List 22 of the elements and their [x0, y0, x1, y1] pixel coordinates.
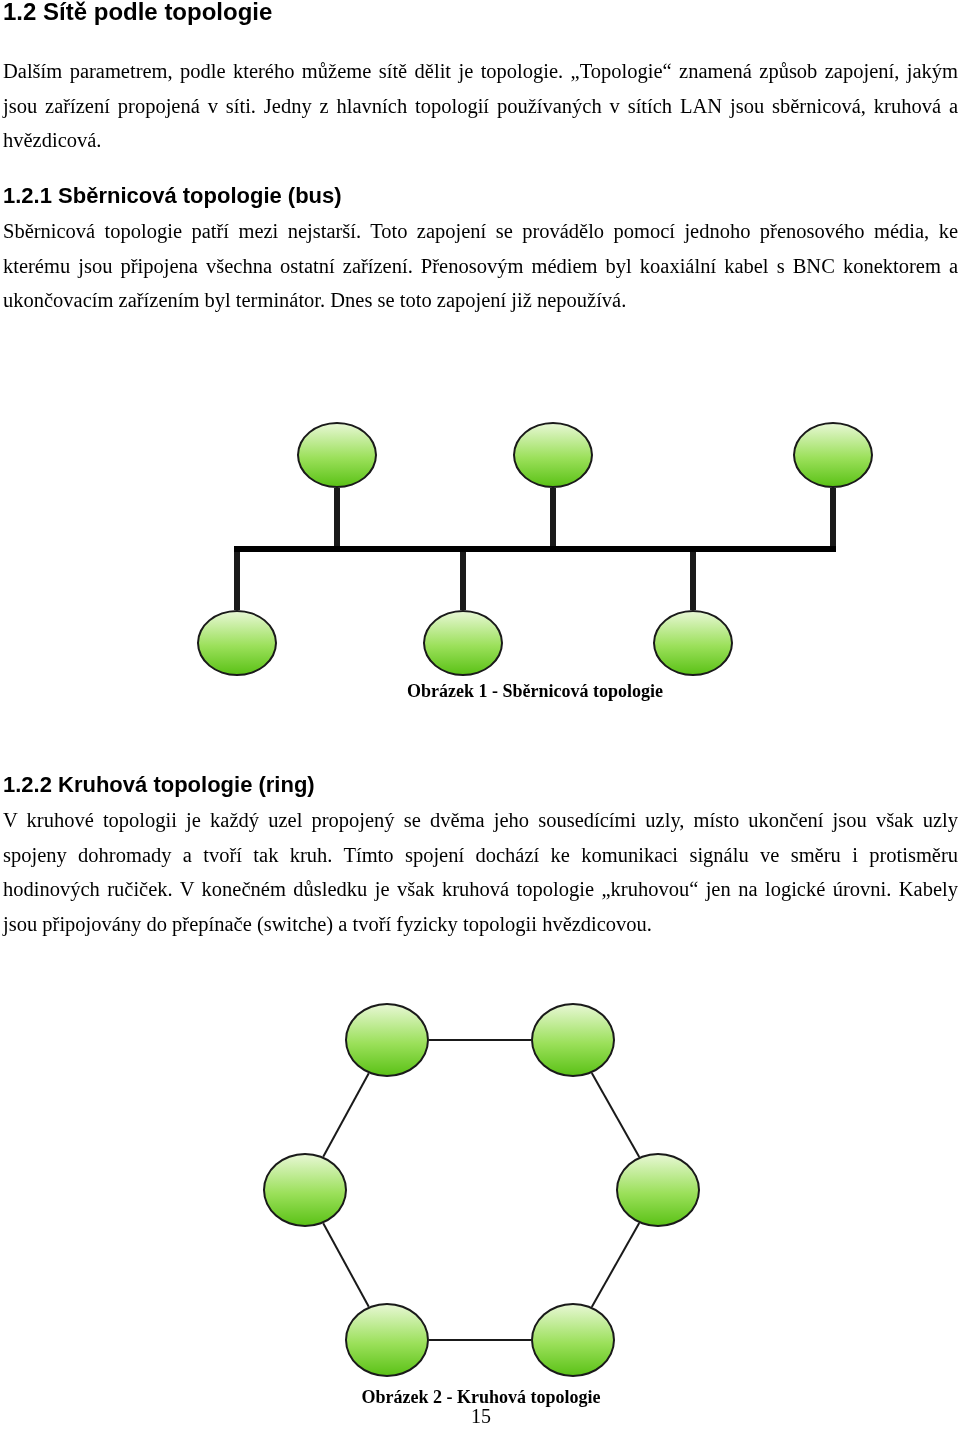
- bus-drop-cable: [690, 552, 696, 610]
- ring-cable: [590, 1072, 641, 1158]
- subsection-heading: 1.2.2 Kruhová topologie (ring): [3, 772, 315, 798]
- figure-caption: Obrázek 2 - Kruhová topologie: [361, 1387, 601, 1408]
- ring-cable: [590, 1222, 641, 1308]
- paragraph: Sběrnicová topologie patří mezi nejstarší. Toto zapojení se provádělo pomocí jednoho přenosového média, ke kterému jsou připojena všechna ostatní zařízení. Přenosovým médiem byl koaxiální kabel s BNC konektorem a ukončovacím zařízením byl terminátor. Dnes se toto zapojení již nepoužívá.: [3, 219, 958, 314]
- figure-caption: Obrázek 1 - Sběrnicová topologie: [407, 681, 663, 702]
- bus-cable: [234, 546, 836, 552]
- paragraph: Dalším parametrem, podle kterého můžeme sítě dělit je topologie. „Topologie“ znamená způsob zapojení, jakým jsou zařízení propojená v síti. Jedny z hlavních topologií používaných v sítích LAN jsou sběrnicová, kruhová a hvězdicová.: [3, 59, 958, 154]
- bus-drop-cable: [234, 552, 240, 610]
- ring-cable: [428, 1039, 532, 1041]
- ring-cable: [322, 1222, 370, 1308]
- section-heading: 1.2 Sítě podle topologie: [3, 0, 273, 26]
- ring-cable: [428, 1339, 532, 1341]
- bus-drop-cable: [334, 488, 340, 546]
- page-number: 15: [471, 1405, 491, 1428]
- subsection-heading: 1.2.1 Sběrnicová topologie (bus): [3, 183, 342, 209]
- bus-drop-cable: [550, 488, 556, 546]
- paragraph: V kruhové topologii je každý uzel propojený se dvěma jeho sousedícími uzly, místo ukončení jsou však uzly spojeny dohromady a tvoří tak kruh. Tímto spojení dochází ke komunikaci signálu ve směru i protisměru hodinových ručiček. V konečném důsledku je však kruhová topologie „kruhovou“ jen na logické úrovni. Kabely jsou připojovány do přepínače (switche) a tvoří fyzicky topologii hvězdicovou.: [3, 808, 958, 938]
- bus-drop-cable: [460, 552, 466, 610]
- bus-drop-cable: [830, 488, 836, 546]
- ring-cable: [322, 1072, 370, 1158]
